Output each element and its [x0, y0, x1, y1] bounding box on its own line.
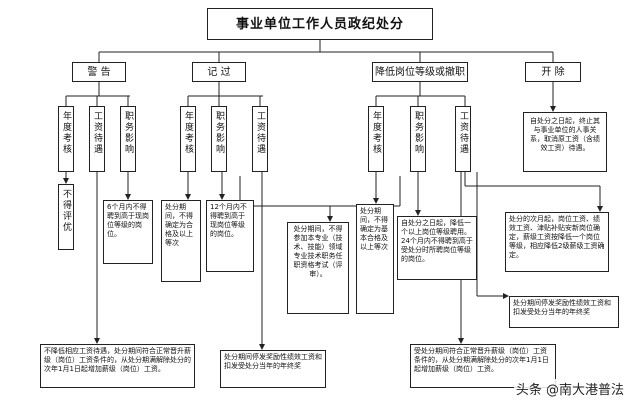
category-warning: 警 告 [72, 62, 126, 82]
warning-salary-result: 不降低相应工资待遇，处分期间符合正常晋升薪级（岗位）工资条件的，从处分期满解除处… [40, 344, 195, 388]
demotion-salary-result-2: 处分期间停发奖励性绩效工资和扣发受处分当年的年终奖 [509, 296, 619, 328]
warning-position-impact: 职务影响 [120, 106, 136, 172]
warning-assessment-result: 不得评优 [58, 184, 74, 250]
chart-title: 事业单位工作人员政纪处分 [207, 8, 433, 40]
category-demotion: 降低岗位等级或撤职 [372, 62, 468, 82]
demotion-salary-result-1: 处分的次月起，岗位工资、绩效工资、津贴补贴安新岗位确定，薪级工资按降低一个岗位等… [505, 212, 609, 272]
demerit-salary-result: 处分期间停发奖励性绩效工资和扣发受处分当年的年终奖 [220, 350, 326, 388]
demerit-position-impact: 职务影响 [211, 106, 227, 172]
category-demerit: 记 过 [192, 62, 246, 82]
warning-position-result: 6个月内不得聘到高于现岗位等级的岗位。 [103, 200, 153, 264]
warning-annual-assessment: 年度考核 [58, 106, 74, 172]
demerit-salary: 工资待遇 [252, 106, 268, 172]
watermark-text: 头条 @南大港普法 [513, 379, 626, 398]
category-dismissal: 开 除 [525, 62, 581, 82]
demotion-salary: 工资待遇 [455, 106, 471, 172]
warning-salary: 工资待遇 [89, 106, 105, 172]
demotion-position-result: 自处分之日起，降低一个以上岗位等级聘用。24个月内不得聘到高于受处分时所聘岗位等… [397, 216, 477, 280]
demotion-annual-assessment: 年度考核 [368, 106, 384, 172]
demotion-assessment-result: 处分期间，不得确定为基本合格及以上等次 [356, 204, 394, 314]
demotion-position-impact: 职务影响 [410, 106, 426, 172]
demerit-position-result: 12个月内不得聘到高于现岗位等级的岗位。 [206, 200, 254, 272]
demerit-assessment-result: 处分期间，不得确定为合格及以上等次 [161, 200, 201, 282]
technical-post-result: 处分期间，不得参加本专业（技术、技能）领域专业技术职务任职资格考试（评审）。 [287, 222, 349, 314]
demerit-annual-assessment: 年度考核 [180, 106, 196, 172]
dismissal-result: 自处分之日起，终止其与事业单位的人事关系，取消原工资（含绩效工资）待遇。 [523, 112, 607, 172]
